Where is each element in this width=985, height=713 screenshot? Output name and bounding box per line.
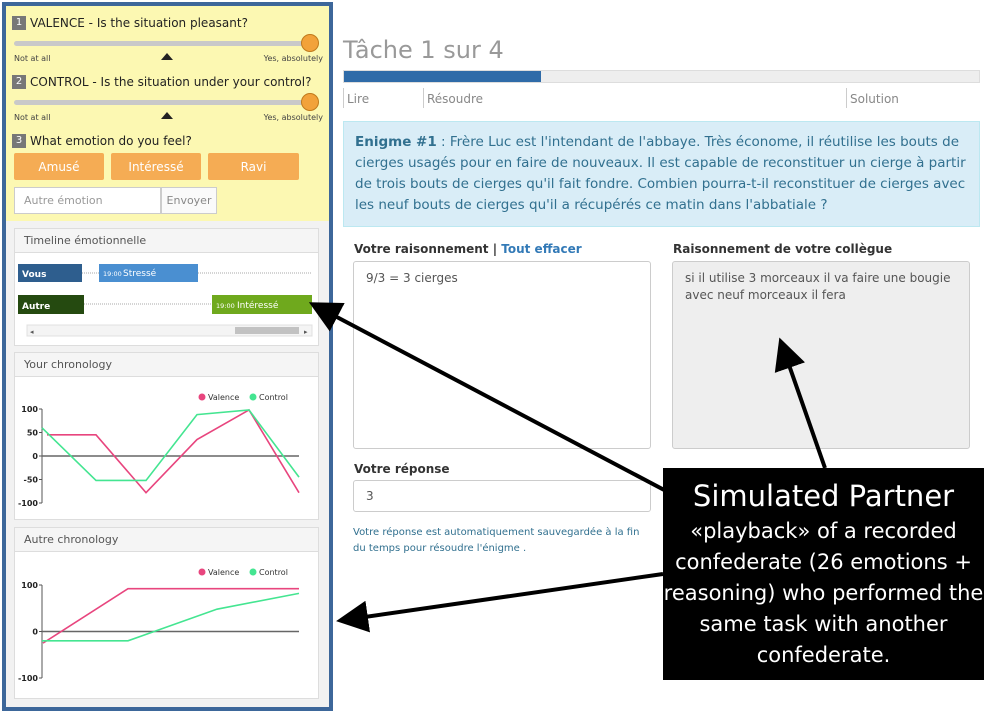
valence-question: 1 VALENCE - Is the situation pleasant?: [12, 16, 248, 30]
reasoning-label-group: Votre raisonnement | Tout effacer: [354, 242, 582, 256]
control-max-label: Yes, absolutely: [263, 113, 323, 122]
enigme-text: : Frère Luc est l'intendant de l'abbaye.…: [355, 134, 966, 213]
autre-chronology-title: Autre chronology: [15, 528, 318, 552]
y-tick-label: 0: [32, 452, 38, 461]
step-resoudre: Résoudre: [423, 88, 483, 108]
vous-event-time: 19:00: [103, 270, 122, 278]
task-progress-bar: [343, 70, 980, 83]
timeline-title: Timeline émotionnelle: [15, 229, 318, 253]
callout-body: «playback» of a recorded confederate (26…: [663, 519, 984, 667]
scroll-right-icon[interactable]: ▸: [304, 328, 308, 336]
control-slider[interactable]: [14, 100, 316, 105]
legend-marker: [249, 393, 257, 401]
legend-label: Valence: [208, 568, 239, 577]
answer-input[interactable]: 3: [353, 480, 651, 512]
vous-row-label: [18, 264, 82, 282]
slider-midpoint-marker: [161, 53, 173, 60]
reasoning-textarea[interactable]: 9/3 = 3 cierges: [353, 261, 651, 449]
control-min-label: Not at all: [14, 113, 51, 122]
timeline-canvas: Vous 19:00 Stressé Autre 19:00 Intéressé…: [18, 264, 313, 337]
y-tick-label: -100: [18, 499, 38, 508]
y-tick-label: 100: [21, 581, 38, 590]
your-chronology-title: Your chronology: [15, 353, 318, 377]
autre-row-label: [18, 295, 84, 314]
control-question: 2 CONTROL - Is the situation under your …: [12, 75, 311, 89]
answer-label: Votre réponse: [354, 462, 450, 476]
valence-question-label: VALENCE - Is the situation pleasant?: [30, 16, 248, 30]
legend-marker: [198, 393, 206, 401]
clear-all-link[interactable]: Tout effacer: [501, 242, 582, 256]
legend-marker: [198, 568, 206, 576]
task-title: Tâche 1 sur 4: [343, 36, 504, 64]
timeline-scrollbar-thumb[interactable]: [235, 327, 299, 334]
your-chronology-panel: Your chronology 100 50 0 -50 -100 Valence Cont…: [14, 352, 319, 520]
vous-event-emotion: Stressé: [123, 268, 157, 279]
vous-label: Vous: [22, 270, 46, 280]
reasoning-separator: |: [488, 242, 502, 256]
series-line-control: [42, 592, 300, 642]
series-line-valence: [47, 408, 300, 494]
arrow-to-autre-chronology: [336, 572, 664, 633]
send-button[interactable]: Envoyer: [161, 187, 217, 214]
y-tick-label: 50: [27, 429, 39, 438]
step-lire: Lire: [343, 88, 369, 108]
y-tick-label: -100: [18, 674, 38, 683]
y-tick-label: 100: [21, 405, 38, 414]
emotion-button-interesse[interactable]: Intéressé: [111, 153, 201, 180]
legend-marker: [249, 568, 257, 576]
question-number: 1: [12, 16, 26, 30]
series-line-valence: [42, 587, 299, 644]
autre-emotion-input[interactable]: Autre émotion: [14, 187, 161, 214]
reasoning-label: Votre raisonnement: [354, 242, 489, 256]
enigme-box: Enigme #1 : Frère Luc est l'intendant de…: [343, 121, 980, 227]
autre-event-emotion: Intéressé: [237, 300, 279, 311]
enigme-label: Enigme #1: [355, 134, 437, 150]
task-progress-fill: [344, 71, 541, 82]
colleague-reasoning-textarea: si il utilise 3 morceaux il va faire une…: [672, 261, 970, 449]
step-solution: Solution: [846, 88, 899, 108]
y-tick-label: 0: [32, 628, 38, 637]
autre-chronology-chart: 100 0 -100 Valence Control: [18, 568, 300, 683]
slider-midpoint-marker: [161, 112, 173, 119]
emotion-question: 3 What emotion do you feel?: [12, 134, 192, 148]
colleague-reasoning-label: Raisonnement de votre collègue: [673, 242, 893, 256]
question-number: 3: [12, 134, 26, 148]
emotion-form: 1 VALENCE - Is the situation pleasant? N…: [6, 6, 329, 221]
emotion-question-label: What emotion do you feel?: [30, 134, 192, 148]
callout-title: Simulated Partner: [692, 479, 955, 513]
emotion-button-amuse[interactable]: Amusé: [14, 153, 104, 180]
valence-slider[interactable]: [14, 41, 316, 46]
simulated-partner-callout: Simulated Partner «playback» of a record…: [663, 468, 984, 680]
control-slider-knob[interactable]: [301, 93, 319, 111]
autre-event-time: 19:00: [216, 302, 235, 310]
arrow-to-colleague-reasoning: [774, 337, 827, 469]
valence-max-label: Yes, absolutely: [263, 54, 323, 63]
scroll-left-icon[interactable]: ◂: [30, 328, 34, 336]
valence-slider-knob[interactable]: [301, 34, 319, 52]
arrow-to-timeline: [308, 302, 669, 494]
your-chronology-chart: 100 50 0 -50 -100 Valence Control: [18, 393, 300, 508]
legend-label: Valence: [208, 393, 239, 402]
emotion-button-ravi[interactable]: Ravi: [208, 153, 299, 180]
left-panel: 1 VALENCE - Is the situation pleasant? N…: [2, 2, 333, 711]
autre-chronology-panel: Autre chronology 100 0 -100 Valence Control: [14, 527, 319, 699]
y-tick-label: -50: [24, 476, 39, 485]
legend-label: Control: [259, 393, 288, 402]
autosave-note: Votre réponse est automatiquement sauveg…: [353, 527, 640, 554]
legend-label: Control: [259, 568, 288, 577]
control-question-label: CONTROL - Is the situation under your co…: [30, 75, 312, 89]
valence-min-label: Not at all: [14, 54, 51, 63]
autre-emotion-event[interactable]: [212, 295, 312, 314]
timeline-panel: Timeline émotionnelle Vous 19:00 Stressé…: [14, 228, 319, 346]
vous-emotion-event[interactable]: [99, 264, 198, 282]
autre-label: Autre: [22, 302, 50, 312]
question-number: 2: [12, 75, 26, 89]
series-line-control: [41, 409, 300, 482]
